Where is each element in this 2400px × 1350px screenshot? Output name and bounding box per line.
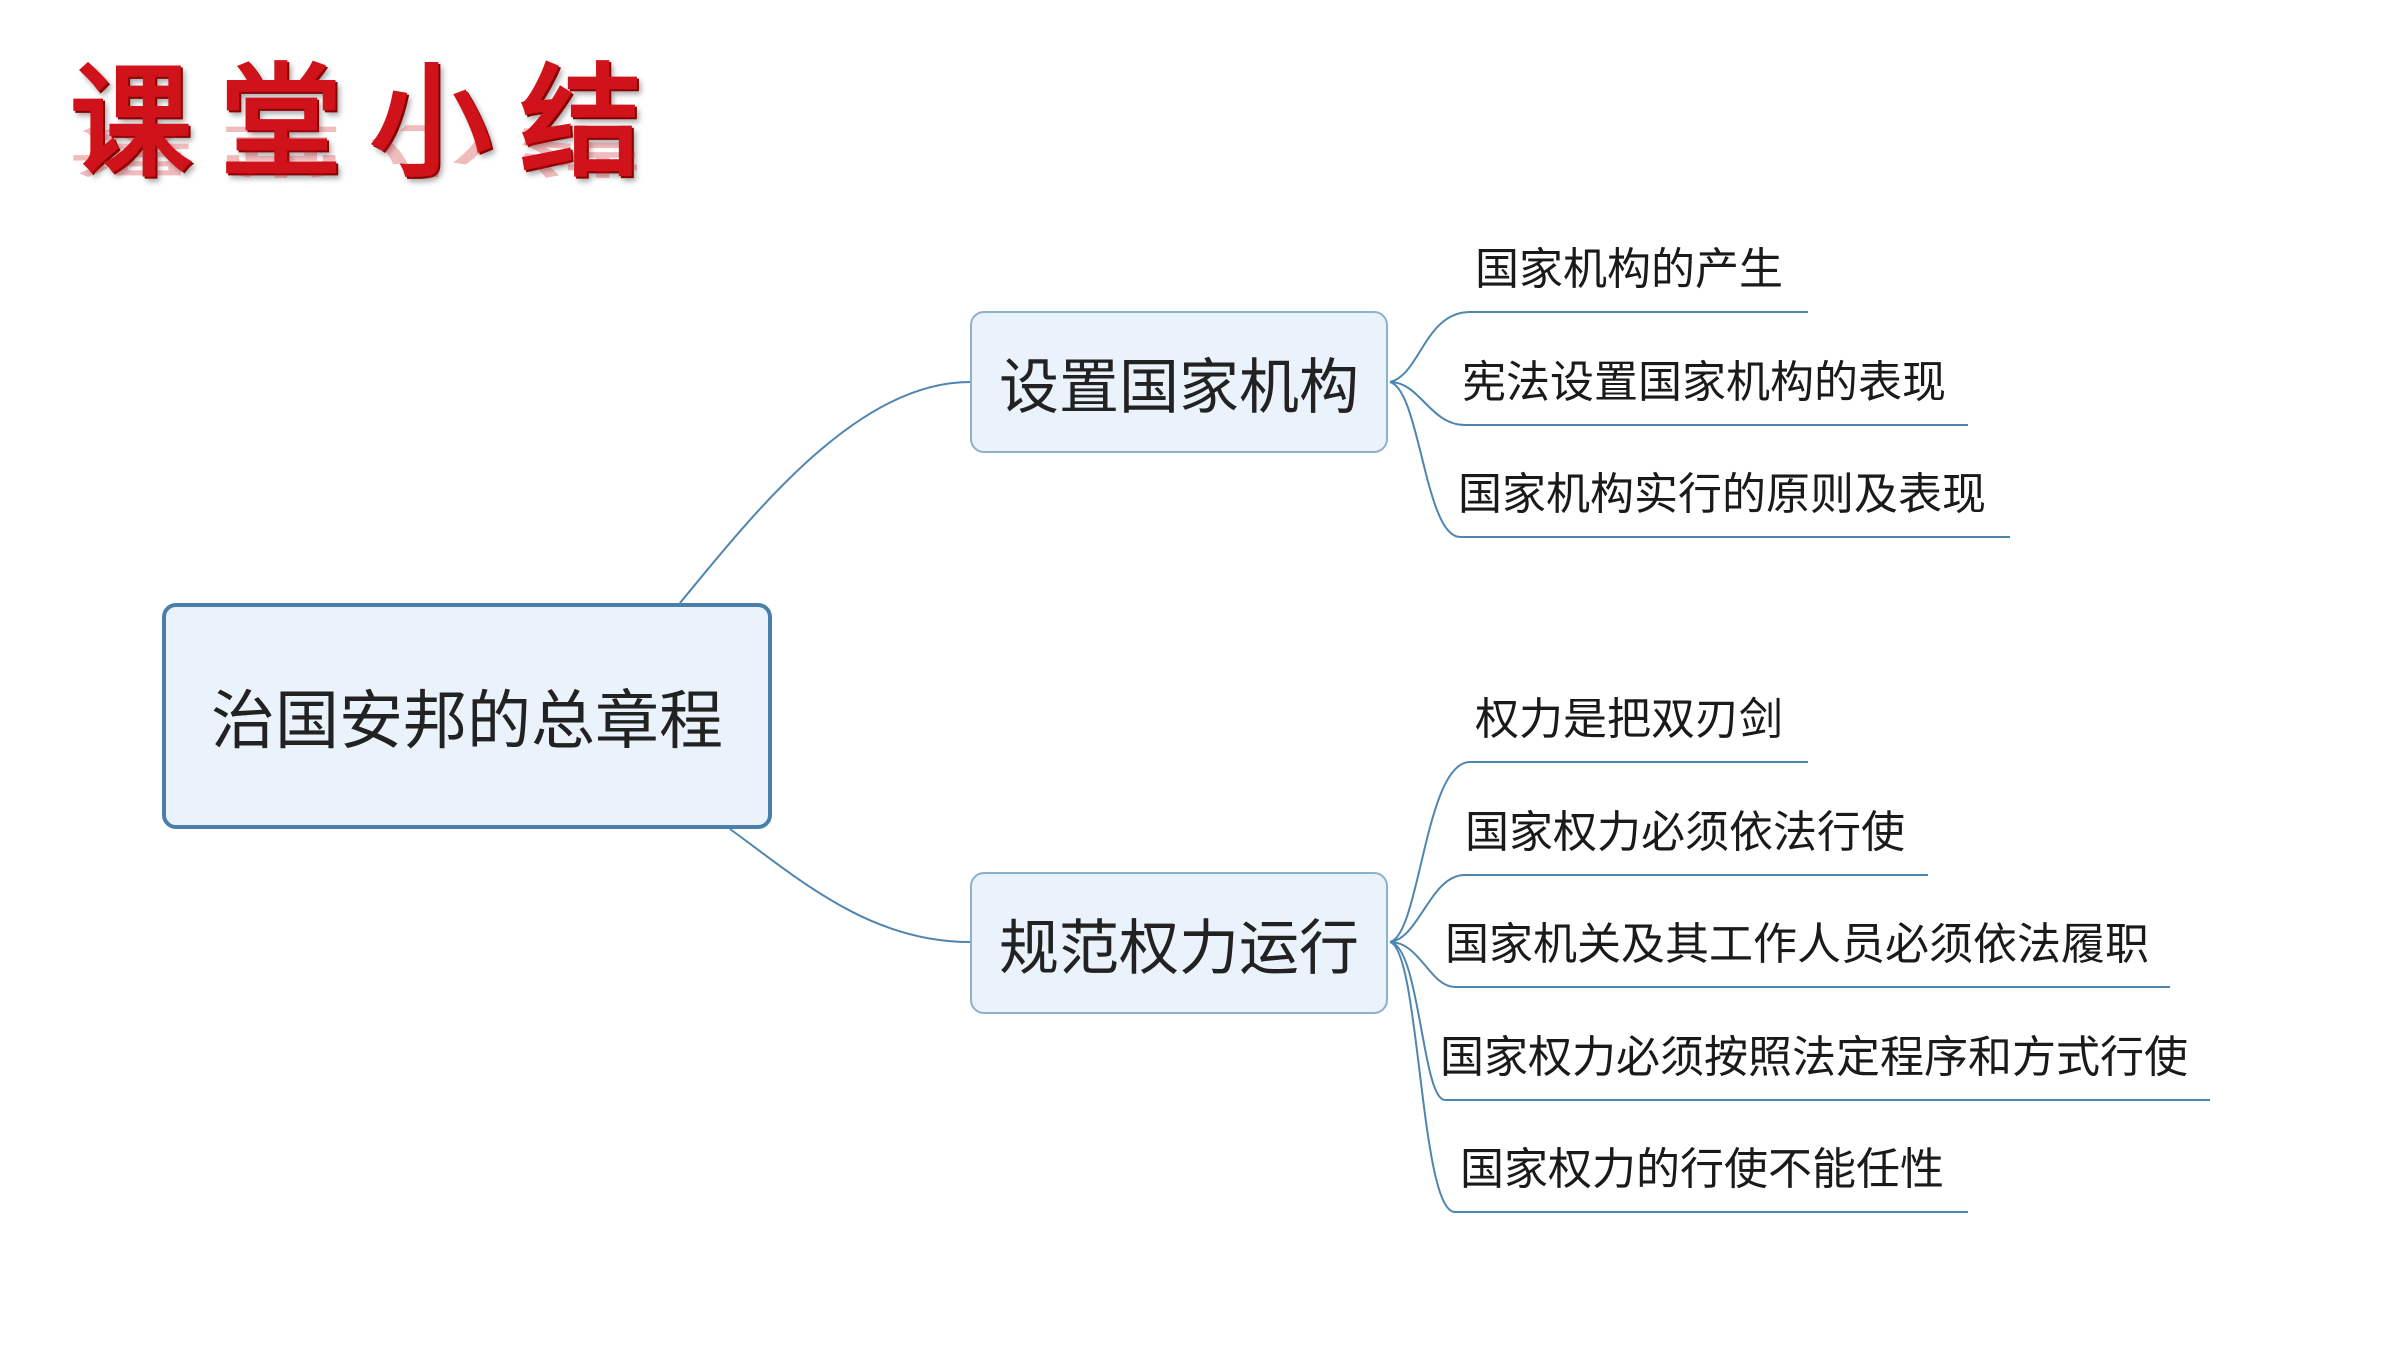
link-branch-2-leaf-5 bbox=[1389, 941, 1968, 1213]
leaf-node-2-4[interactable]: 国家权力必须按照法定程序和方式行使 bbox=[1440, 1032, 2188, 1083]
leaf-node-1-2[interactable]: 宪法设置国家机构的表现 bbox=[1462, 357, 1946, 408]
branch-node-2[interactable]: 规范权力运行 bbox=[970, 872, 1388, 1014]
leaf-node-2-3[interactable]: 国家机关及其工作人员必须依法履职 bbox=[1445, 919, 2149, 970]
link-root-branch-2 bbox=[729, 828, 971, 943]
leaf-node-2-5[interactable]: 国家权力的行使不能任性 bbox=[1460, 1144, 1944, 1195]
link-branch-2-leaf-1 bbox=[1389, 761, 1808, 943]
branch-node-1[interactable]: 设置国家机构 bbox=[970, 311, 1388, 453]
slide-title: 课堂小结 bbox=[70, 52, 670, 194]
leaf-node-2-2[interactable]: 国家权力必须依法行使 bbox=[1465, 807, 1905, 858]
leaf-node-2-1[interactable]: 权力是把双刃剑 bbox=[1475, 694, 1783, 745]
link-branch-2-leaf-3 bbox=[1389, 941, 2170, 988]
leaf-node-1-1[interactable]: 国家机构的产生 bbox=[1475, 244, 1783, 295]
slide-title-area: 课堂小结 课堂小结 bbox=[70, 48, 670, 238]
leaf-node-1-3[interactable]: 国家机构实行的原则及表现 bbox=[1458, 469, 1986, 520]
link-root-branch-1 bbox=[679, 381, 971, 604]
link-branch-1-leaf-1 bbox=[1389, 311, 1808, 383]
root-node[interactable]: 治国安邦的总章程 bbox=[162, 603, 772, 829]
link-branch-2-leaf-4 bbox=[1389, 941, 2210, 1101]
link-branch-2-leaf-2 bbox=[1389, 874, 1928, 943]
link-branch-1-leaf-3 bbox=[1389, 381, 2010, 538]
link-branch-1-leaf-2 bbox=[1389, 381, 1968, 426]
